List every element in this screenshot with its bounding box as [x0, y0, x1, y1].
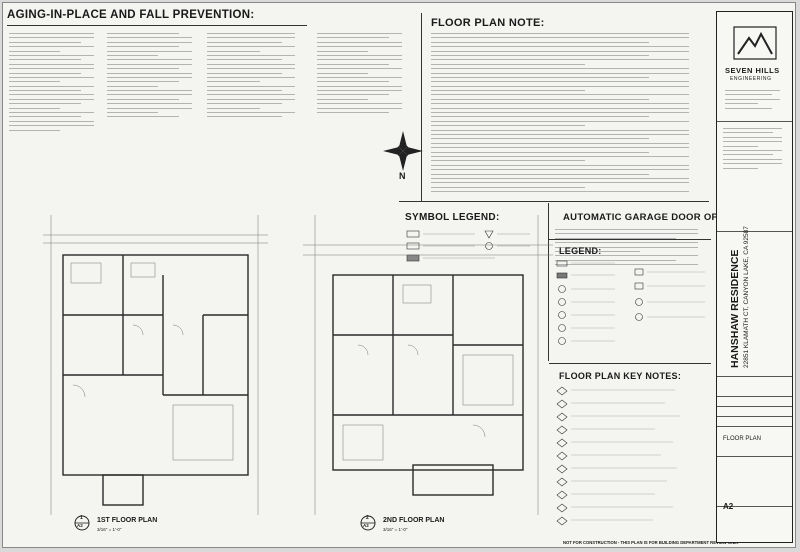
second-floor-plan-scale: 3/16" = 1'-0": [383, 527, 408, 532]
divider: [421, 13, 422, 201]
first-floor-plan-scale: 3/16" = 1'-0": [97, 527, 122, 532]
floor-plan-note-title: FLOOR PLAN NOTE:: [431, 17, 545, 29]
stamp-cell: [717, 122, 792, 232]
symbol-legend-marks: [406, 230, 530, 262]
north-label: N: [399, 171, 406, 181]
sheet-title: FLOOR PLAN: [723, 436, 762, 442]
legend-symbols: [556, 260, 705, 345]
second-floor-plan-drawing: [303, 215, 553, 515]
garage-door-openers-title: AUTOMATIC GARAGE DOOR OPENERS: [563, 212, 753, 223]
footer-note: NOT FOR CONSTRUCTION - THIS PLAN IS FOR …: [563, 540, 740, 545]
sheet-number: A2: [723, 502, 734, 511]
firm-name: SEVEN HILLS: [725, 66, 780, 75]
floor-plan-notes-text: [431, 33, 711, 198]
second-floor-plan-label: 2ND FLOOR PLAN: [383, 517, 445, 524]
plan-tag-2-sheet: A2: [363, 523, 369, 528]
divider: [549, 239, 711, 240]
aging-notes-col-2: [107, 33, 199, 133]
firm-subtitle: ENGINEERING: [730, 76, 772, 82]
divider: [548, 203, 549, 361]
sheet-title-cell: [717, 427, 792, 457]
legend-title: LEGEND:: [559, 246, 602, 256]
plan-tag-2: [360, 515, 376, 531]
firm-contact: [725, 90, 785, 118]
first-floor-plan-label: 1ST FLOOR PLAN: [97, 517, 158, 524]
plan-tag-1-number: 1: [80, 515, 83, 521]
garage-door-notes: [555, 229, 710, 269]
plan-tag-2-number: 2: [366, 515, 369, 521]
aging-in-place-title: AGING-IN-PLACE AND FALL PREVENTION:: [7, 9, 255, 21]
first-floor-plan-drawing: [43, 215, 268, 515]
project-title-vertical: HANSHAW RESIDENCE 22851 KLAMATH CT, CANY…: [729, 226, 769, 368]
aging-notes-col-4: [317, 33, 409, 133]
sheet-number-cell: [717, 457, 792, 507]
project-cell: [717, 232, 792, 377]
title-block: SEVEN HILLS ENGINEERING FLOOR PLAN A2: [716, 11, 793, 543]
divider: [399, 201, 709, 202]
project-address: 22851 KLAMATH CT, CANYON LAKE, CA 92587: [743, 226, 750, 368]
info-row: [717, 407, 792, 417]
key-notes-title: FLOOR PLAN KEY NOTES:: [559, 371, 682, 381]
info-row: [717, 417, 792, 427]
project-name: HANSHAW RESIDENCE: [729, 249, 741, 368]
divider: [7, 25, 307, 26]
key-notes-list: [556, 386, 680, 526]
firm-cell: [717, 12, 792, 122]
info-row: [717, 397, 792, 407]
aging-notes-col-3: [207, 33, 303, 133]
plan-tag-1: [74, 515, 90, 531]
plan-tag-1-sheet: A2: [77, 523, 83, 528]
info-row: [717, 377, 792, 397]
stamp-text: [723, 128, 787, 228]
aging-notes-col-1: [9, 33, 101, 133]
compass-star-icon: [383, 131, 423, 171]
mountain-logo: [733, 26, 777, 60]
symbol-legend-title: SYMBOL LEGEND:: [405, 212, 500, 223]
divider: [549, 363, 711, 364]
